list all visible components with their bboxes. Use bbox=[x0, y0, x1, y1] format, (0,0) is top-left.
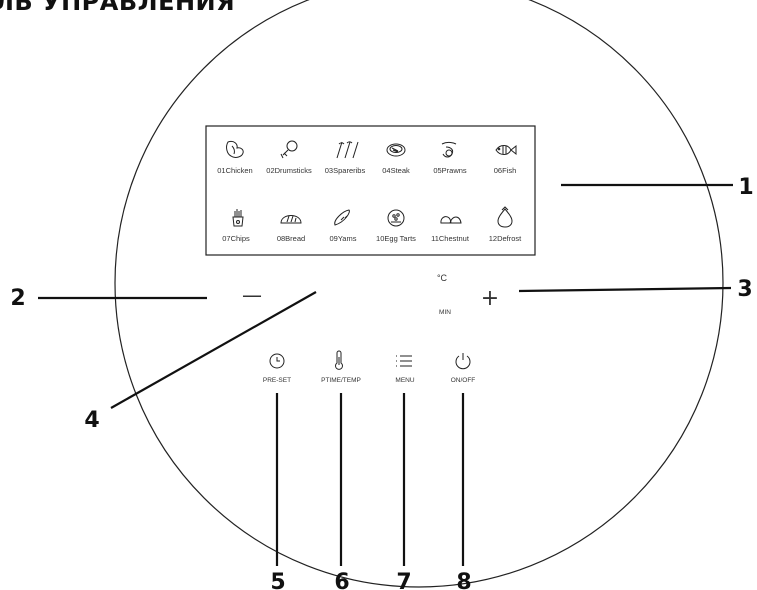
ptime-temp-button-label[interactable]: PTIME/TEMP bbox=[321, 377, 361, 384]
callout-6: 6 bbox=[334, 570, 349, 590]
thermometer-icon[interactable] bbox=[335, 350, 343, 370]
time-unit: MIN bbox=[439, 309, 451, 316]
menu-item-label-yams: 09Yams bbox=[330, 234, 357, 243]
menu-item-label-prawns: 05Prawns bbox=[433, 166, 467, 175]
egg-tart-icon bbox=[387, 209, 405, 227]
callout-8: 8 bbox=[456, 570, 471, 590]
menu-display-panel bbox=[205, 125, 536, 256]
menu-item-label-spareribs: 03Spareribs bbox=[325, 166, 366, 175]
minus-button[interactable]: — bbox=[242, 283, 262, 307]
menu-item-label-steak: 04Steak bbox=[382, 166, 410, 175]
menu-list-icon[interactable] bbox=[396, 355, 412, 367]
menu-item-label-chicken: 01Chicken bbox=[217, 166, 252, 175]
preset-button-label[interactable]: PRE-SET bbox=[263, 377, 291, 384]
spareribs-icon bbox=[336, 141, 359, 159]
page-heading: ЛЬ УПРАВЛЕНИЯ bbox=[0, 0, 236, 16]
callout-1: 1 bbox=[738, 175, 753, 200]
menu-button-label[interactable]: MENU bbox=[395, 377, 414, 384]
clock-icon[interactable] bbox=[269, 353, 285, 369]
callout-3: 3 bbox=[737, 277, 752, 302]
plus-button[interactable]: + bbox=[481, 286, 499, 311]
yam-icon bbox=[334, 209, 350, 226]
menu-item-label-drumsticks: 02Drumsticks bbox=[266, 166, 312, 175]
chips-icon bbox=[232, 209, 244, 227]
defrost-icon bbox=[497, 206, 513, 228]
temperature-unit: °C bbox=[437, 273, 448, 283]
chestnut-icon bbox=[440, 216, 462, 224]
menu-item-label-defrost: 12Defrost bbox=[489, 234, 522, 243]
callout-5: 5 bbox=[270, 570, 285, 590]
chicken-icon bbox=[226, 141, 244, 158]
control-panel-circle bbox=[114, 0, 724, 588]
leader-line-3 bbox=[518, 286, 732, 293]
callout-7: 7 bbox=[396, 570, 411, 590]
menu-item-label-egg-tarts: 10Egg Tarts bbox=[376, 234, 416, 243]
menu-item-label-bread: 08Bread bbox=[277, 234, 305, 243]
prawn-icon bbox=[441, 141, 457, 158]
menu-item-label-fish: 06Fish bbox=[494, 166, 517, 175]
onoff-button-label[interactable]: ON/OFF bbox=[451, 377, 476, 384]
steak-icon bbox=[386, 143, 406, 157]
menu-item-label-chestnut: 11Chestnut bbox=[431, 234, 470, 243]
power-icon[interactable] bbox=[455, 353, 471, 370]
callout-4: 4 bbox=[84, 408, 99, 433]
menu-item-label-chips: 07Chips bbox=[222, 234, 250, 243]
callout-2: 2 bbox=[10, 286, 25, 311]
bread-icon bbox=[280, 215, 302, 224]
leader-line-4 bbox=[110, 291, 317, 409]
fish-icon bbox=[495, 144, 517, 156]
drumstick-icon bbox=[280, 140, 298, 159]
